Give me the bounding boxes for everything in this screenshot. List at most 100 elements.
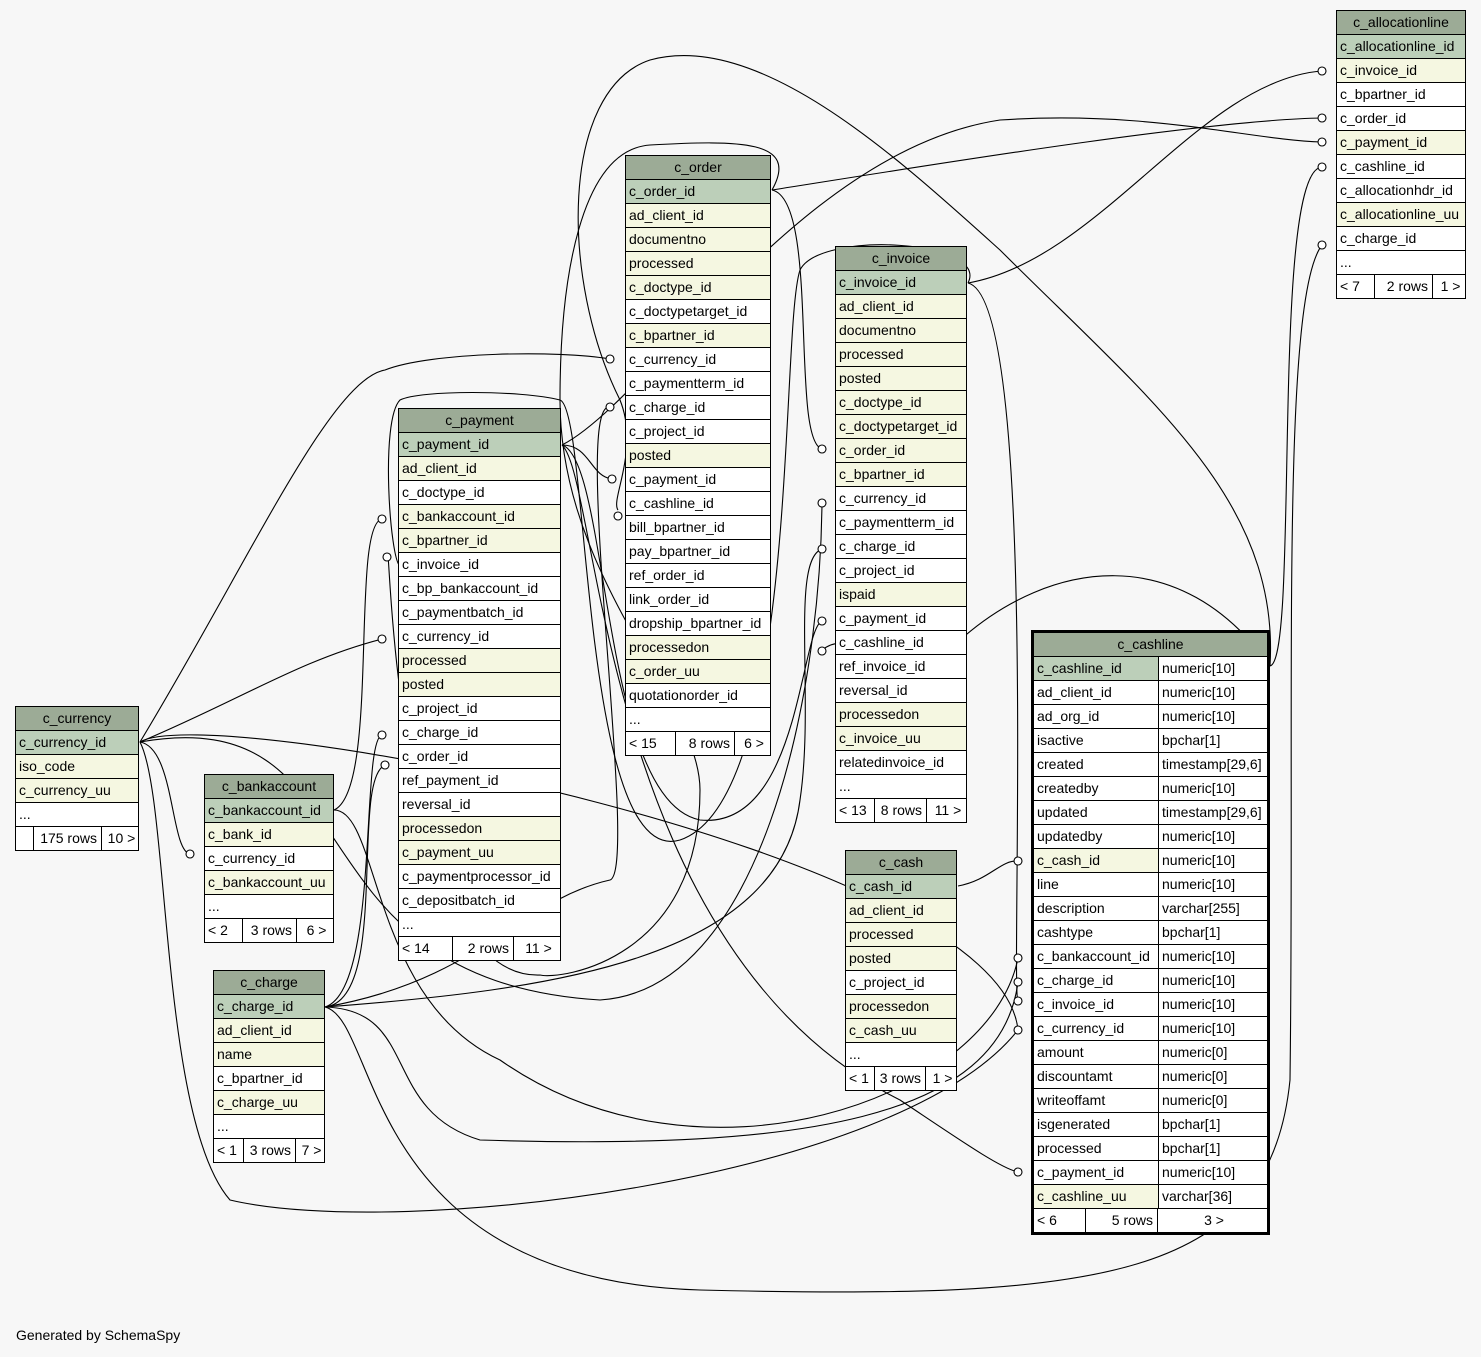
column-row[interactable]: c_charge_id xyxy=(1337,227,1465,251)
column-row[interactable]: c_bankaccount_uu xyxy=(205,871,333,895)
column-row[interactable]: c_payment_id xyxy=(836,607,966,631)
column-row[interactable]: c_doctype_id xyxy=(399,481,560,505)
column-row[interactable]: c_payment_id xyxy=(1337,131,1465,155)
column-row[interactable]: c_currency_id xyxy=(626,348,770,372)
column-row[interactable]: c_paymentprocessor_id xyxy=(399,865,560,889)
column-row[interactable]: reversal_id xyxy=(399,793,560,817)
table-header[interactable]: c_payment xyxy=(399,409,560,433)
column-row[interactable]: c_paymentterm_id xyxy=(836,511,966,535)
column-row[interactable]: processedon xyxy=(399,817,560,841)
column-row[interactable]: c_charge_id xyxy=(836,535,966,559)
table-header[interactable]: c_currency xyxy=(16,707,138,731)
column-row[interactable]: c_bankaccount_id xyxy=(399,505,560,529)
column-row[interactable]: ... xyxy=(16,803,138,827)
column-row[interactable]: ... xyxy=(399,913,560,937)
column-row[interactable]: c_allocationline_uu xyxy=(1337,203,1465,227)
parent-count[interactable] xyxy=(16,827,34,850)
column-row[interactable]: posted xyxy=(399,673,560,697)
column-row[interactable]: processed xyxy=(626,252,770,276)
column-row[interactable]: pay_bpartner_id xyxy=(626,540,770,564)
column-row[interactable]: c_project_id xyxy=(846,971,956,995)
parent-count[interactable]: < 15 xyxy=(626,732,676,755)
column-row[interactable]: c_cashline_id xyxy=(1337,155,1465,179)
parent-count[interactable]: < 7 xyxy=(1337,275,1375,298)
child-count[interactable]: 11 > xyxy=(927,799,966,822)
column-row[interactable]: c_bpartner_id xyxy=(626,324,770,348)
column-row[interactable]: c_cashline_id xyxy=(836,631,966,655)
column-row[interactable]: c_charge_id xyxy=(399,721,560,745)
column-row[interactable]: ... xyxy=(626,708,770,732)
column-row[interactable]: c_invoice_id xyxy=(399,553,560,577)
column-row[interactable]: ... xyxy=(205,895,333,919)
column-row[interactable]: c_paymentterm_id xyxy=(626,372,770,396)
column-row[interactable]: processed xyxy=(399,649,560,673)
column-row[interactable]: c_charge_id xyxy=(214,995,324,1019)
column-row[interactable]: documentno xyxy=(836,319,966,343)
column-row[interactable]: ad_client_id xyxy=(399,457,560,481)
parent-count[interactable]: < 2 xyxy=(205,919,243,942)
column-row[interactable]: relatedinvoice_id xyxy=(836,751,966,775)
column-row[interactable]: c_project_id xyxy=(399,697,560,721)
column-row[interactable]: c_doctype_id xyxy=(626,276,770,300)
column-row[interactable]: c_payment_id xyxy=(399,433,560,457)
column-row[interactable]: c_bp_bankaccount_id xyxy=(399,577,560,601)
column-row[interactable]: c_bank_id xyxy=(205,823,333,847)
child-count[interactable]: 1 > xyxy=(926,1067,956,1090)
parent-count[interactable]: < 14 xyxy=(399,937,453,960)
column-row[interactable]: posted xyxy=(846,947,956,971)
column-row[interactable]: c_payment_id xyxy=(626,468,770,492)
column-row[interactable]: c_paymentbatch_id xyxy=(399,601,560,625)
column-row[interactable]: c_bpartner_id xyxy=(1337,83,1465,107)
column-row[interactable]: c_cash_uu xyxy=(846,1019,956,1043)
column-row[interactable]: c_payment_uu xyxy=(399,841,560,865)
child-count[interactable]: 7 > xyxy=(296,1139,324,1162)
column-row[interactable]: ... xyxy=(836,775,966,799)
column-row[interactable]: ad_client_id xyxy=(836,295,966,319)
column-row[interactable]: processedon xyxy=(836,703,966,727)
column-row[interactable]: c_allocationhdr_id xyxy=(1337,179,1465,203)
column-row[interactable]: c_currency_id xyxy=(399,625,560,649)
column-row[interactable]: iso_code xyxy=(16,755,138,779)
column-row[interactable]: c_bpartner_id xyxy=(214,1067,324,1091)
column-row[interactable]: c_cash_id xyxy=(846,875,956,899)
column-row[interactable]: c_currency_id xyxy=(836,487,966,511)
table-header[interactable]: c_order xyxy=(626,156,770,180)
column-row[interactable]: reversal_id xyxy=(836,679,966,703)
column-row[interactable]: c_currency_uu xyxy=(16,779,138,803)
column-row[interactable]: ... xyxy=(214,1115,324,1139)
column-row[interactable]: ispaid xyxy=(836,583,966,607)
column-row[interactable]: dropship_bpartner_id xyxy=(626,612,770,636)
column-row[interactable]: c_doctypetarget_id xyxy=(626,300,770,324)
table-header[interactable]: c_cash xyxy=(846,851,956,875)
child-count[interactable]: 3 > xyxy=(1158,1209,1267,1232)
column-row[interactable]: c_invoice_id xyxy=(836,271,966,295)
column-row[interactable]: processedon xyxy=(846,995,956,1019)
column-row[interactable]: c_order_id xyxy=(626,180,770,204)
column-row[interactable]: ad_client_id xyxy=(626,204,770,228)
parent-count[interactable]: < 6 xyxy=(1034,1209,1086,1232)
column-row[interactable]: quotationorder_id xyxy=(626,684,770,708)
column-row[interactable]: posted xyxy=(836,367,966,391)
